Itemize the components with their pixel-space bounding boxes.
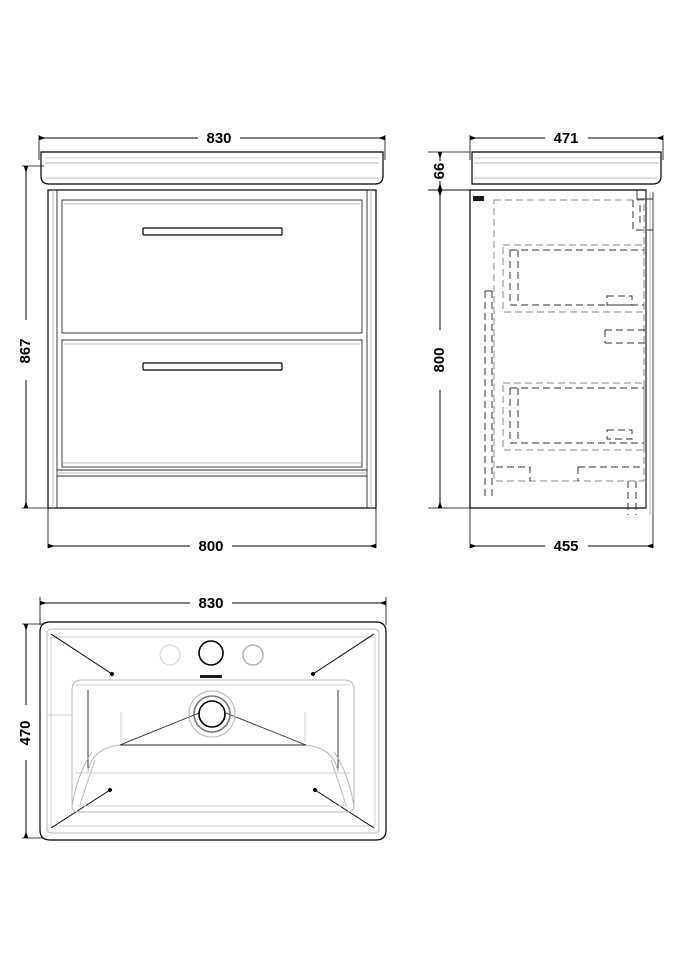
plan-waste-outlet <box>188 690 236 738</box>
dim-plan-depth: 470 <box>17 623 44 839</box>
dim-side-top-depth: 471 <box>470 130 663 147</box>
view-plan-basin: 830 <box>17 595 387 841</box>
overflow-slot <box>200 675 222 678</box>
dim-side-cabinet-height: 800 <box>428 189 470 509</box>
tap-hole-left <box>159 644 181 666</box>
dim-label-front-cabinet-width: 800 <box>198 538 223 555</box>
view-front-elevation: 830 <box>17 130 386 555</box>
side-hidden-details <box>484 199 653 515</box>
dim-label-side-cabinet-depth: 455 <box>553 538 578 555</box>
dim-label-plan-width: 830 <box>198 595 223 612</box>
front-handle-upper <box>142 227 283 236</box>
dim-front-top-width: 830 <box>39 130 385 147</box>
front-handle-lower <box>142 362 283 371</box>
tap-hole-centre <box>198 640 224 666</box>
dim-label-side-basin-height: 66 <box>431 163 448 180</box>
view-side-elevation: 471 66 <box>428 130 664 555</box>
plan-corner-lines <box>50 633 375 829</box>
plan-tap-holes <box>159 640 264 666</box>
dim-plan-width: 830 <box>40 595 386 612</box>
dim-front-overall-height: 867 <box>17 165 48 509</box>
tap-hole-right <box>242 644 264 666</box>
dim-label-side-top-depth: 471 <box>553 130 578 147</box>
dim-label-side-cabinet-height: 800 <box>431 347 448 372</box>
dim-label-front-overall-height: 867 <box>17 338 34 363</box>
dim-label-plan-depth: 470 <box>17 720 34 745</box>
side-basin-top <box>471 151 662 185</box>
dim-front-cabinet-width: 800 <box>47 508 377 555</box>
front-cabinet <box>47 189 377 509</box>
dim-side-cabinet-depth: 455 <box>469 508 654 555</box>
plan-bowl <box>71 679 355 813</box>
plan-basin-outline <box>39 621 387 841</box>
dim-side-basin-height: 66 <box>428 151 470 191</box>
front-basin-top <box>40 151 384 185</box>
dim-label-front-top-width: 830 <box>206 130 231 147</box>
side-cabinet <box>469 189 654 515</box>
